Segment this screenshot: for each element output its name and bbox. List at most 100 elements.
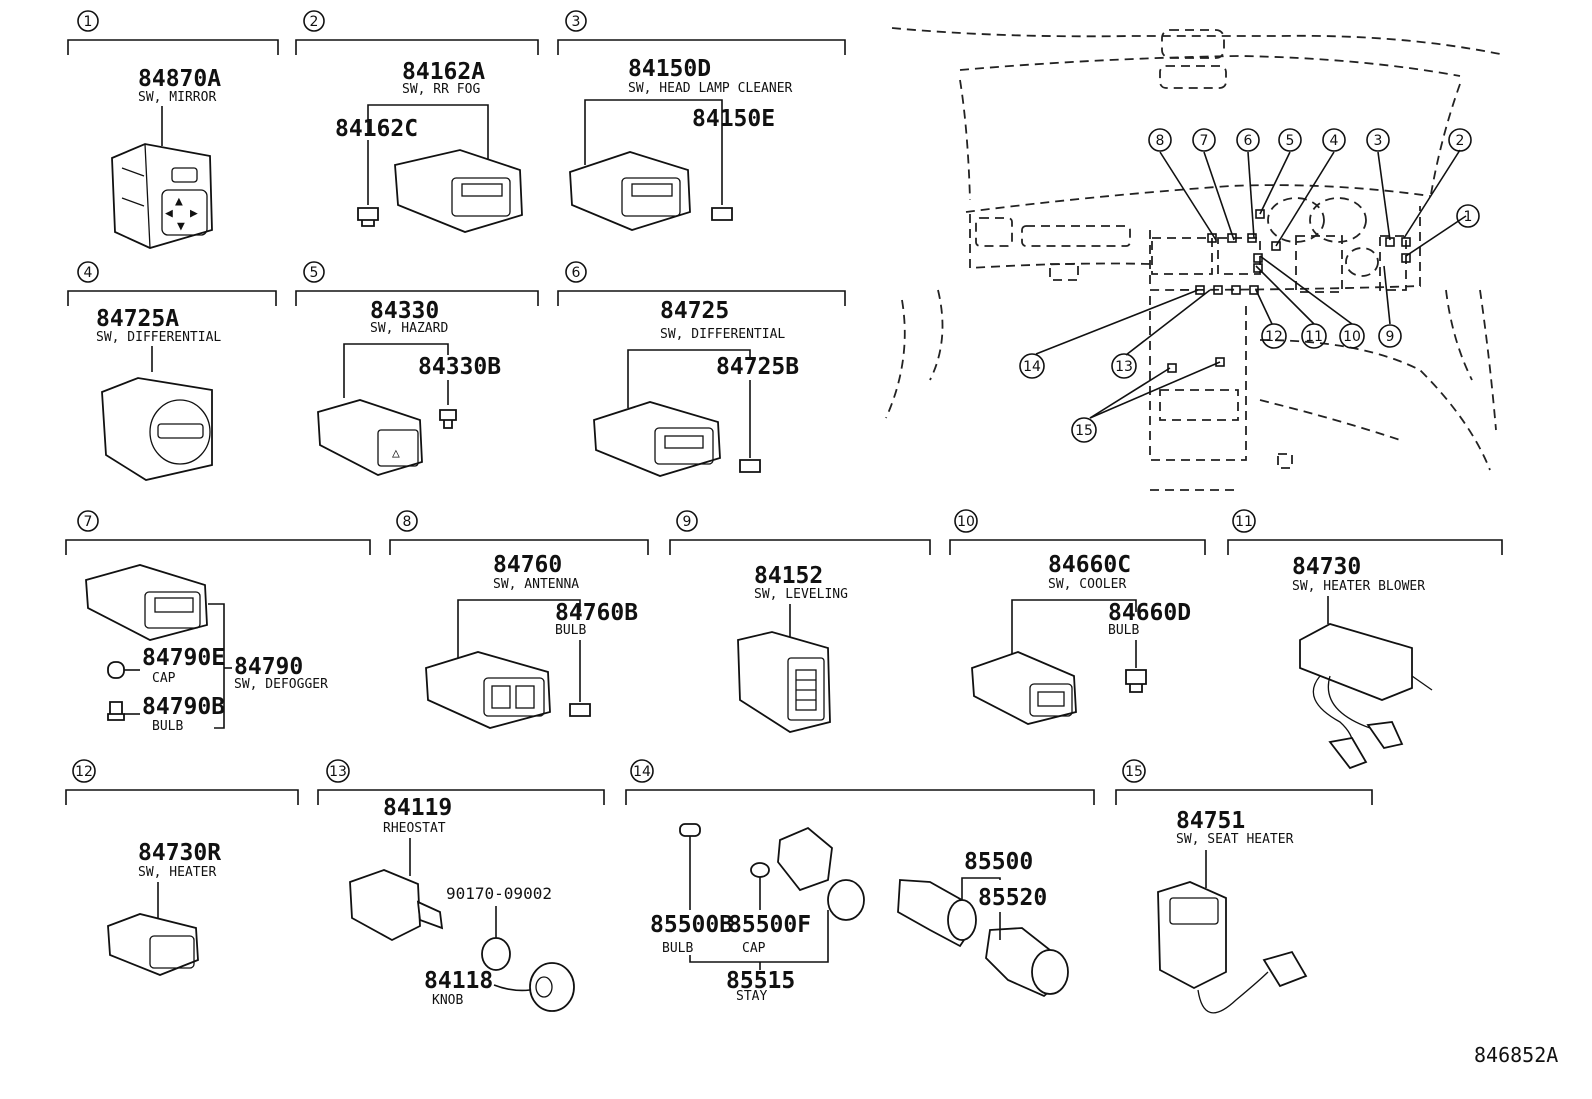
heater-switch-drawing: [107, 913, 199, 976]
callout-circles: 8 7 6 5 4 3 2 1 9 10 11 12 13 14 15: [1019, 128, 1480, 443]
section-9: 9 84152 SW, LEVELING: [669, 510, 931, 733]
mirror-switch-drawing: ▲◀ ▶ ▼: [111, 143, 213, 249]
callout-lines: [1035, 149, 1467, 419]
section-12-number: 12: [75, 764, 93, 780]
section-5-number: 5: [310, 265, 319, 281]
cigarette-lighter-drawing: [679, 823, 1069, 998]
part-number-84660D: 84660D: [1108, 600, 1191, 626]
callout-14: 14: [1023, 359, 1041, 375]
part-number-84330: 84330: [370, 298, 439, 324]
svg-text:▼: ▼: [177, 219, 185, 234]
dashboard-outline: [885, 27, 1501, 491]
differential-switch-a-drawing: [101, 377, 213, 481]
part-number-84118: 84118: [424, 968, 493, 994]
section-13-number: 13: [329, 764, 347, 780]
head-lamp-cleaner-switch-drawing: [569, 151, 733, 231]
section-7: 7 84790E CAP 84790 SW, DEFOGGER 84790B B…: [65, 510, 371, 734]
part-number-84730: 84730: [1292, 554, 1361, 580]
part-desc-cap-14: CAP: [742, 941, 766, 956]
part-desc-sw-mirror: SW, MIRROR: [138, 90, 216, 105]
nut-icon: [481, 937, 511, 971]
part-number-84660C: 84660C: [1048, 552, 1131, 578]
section-4: 4 84725A SW, DIFFERENTIAL: [67, 261, 277, 481]
part-number-84725: 84725: [660, 298, 729, 324]
part-desc-sw-seat-heater: SW, SEAT HEATER: [1176, 832, 1294, 847]
part-number-84162A: 84162A: [402, 59, 485, 85]
part-number-84162C: 84162C: [335, 116, 418, 142]
diagram-reference-code: 846852A: [1474, 1043, 1558, 1067]
part-number-84330B: 84330B: [418, 354, 501, 380]
heater-blower-switch-drawing: [1299, 623, 1433, 770]
bulb-icon: [679, 823, 701, 837]
defogger-switch-drawing: [85, 564, 208, 641]
part-number-84760: 84760: [493, 552, 562, 578]
callout-11: 11: [1305, 329, 1323, 345]
callout-5: 5: [1286, 133, 1295, 149]
part-number-84150E: 84150E: [692, 106, 775, 132]
callout-9: 9: [1386, 329, 1395, 345]
callout-3: 3: [1374, 133, 1383, 149]
part-number-84751: 84751: [1176, 808, 1245, 834]
callout-12: 12: [1265, 329, 1283, 345]
callout-6: 6: [1244, 133, 1253, 149]
part-number-90170-09002: 90170-09002: [446, 884, 552, 903]
section-8-number: 8: [403, 514, 412, 530]
part-number-84730R: 84730R: [138, 840, 221, 866]
callout-13: 13: [1115, 359, 1133, 375]
section-14: 14 85500B BULB 85500F CAP 85515 STAY 855…: [625, 759, 1095, 1004]
section-11-number: 11: [1235, 514, 1253, 530]
part-number-84119: 84119: [383, 795, 452, 821]
hazard-switch-drawing: △: [317, 399, 457, 476]
part-number-85500B: 85500B: [650, 912, 733, 938]
svg-text:◀: ◀: [165, 206, 173, 221]
section-4-number: 4: [84, 265, 93, 281]
section-9-number: 9: [683, 514, 692, 530]
rheostat-drawing: [349, 869, 575, 1012]
part-number-84790E: 84790E: [142, 645, 225, 671]
part-number-84790: 84790: [234, 654, 303, 680]
part-desc-knob: KNOB: [432, 993, 463, 1008]
section-10: 10 84660C SW, COOLER 84660D BULB: [949, 509, 1206, 725]
cap-icon: [107, 661, 125, 679]
callout-markers: [1167, 209, 1411, 373]
section-10-number: 10: [957, 514, 975, 530]
section-6-number: 6: [572, 265, 581, 281]
callout-2: 2: [1456, 133, 1465, 149]
part-desc-stay: STAY: [736, 989, 767, 1004]
callout-15: 15: [1075, 423, 1093, 439]
part-number-85520: 85520: [978, 885, 1047, 911]
part-number-85515: 85515: [726, 968, 795, 994]
part-number-84760B: 84760B: [555, 600, 638, 626]
rr-fog-switch-drawing: [357, 149, 523, 233]
part-desc-sw-leveling: SW, LEVELING: [754, 587, 848, 602]
part-desc-bulb-8: BULB: [555, 623, 586, 638]
part-desc-sw-heater: SW, HEATER: [138, 865, 216, 880]
antenna-switch-drawing: [425, 651, 591, 729]
section-12: 12 84730R SW, HEATER: [65, 759, 299, 976]
section-13: 13 84119 RHEOSTAT 90170-09002 84118 KNOB: [317, 759, 605, 1012]
bulb-icon: [107, 701, 125, 721]
section-2-number: 2: [310, 14, 319, 30]
seat-heater-switch-drawing: [1157, 881, 1308, 1014]
part-desc-sw-hazard: SW, HAZARD: [370, 321, 448, 336]
part-desc-bulb-14: BULB: [662, 941, 693, 956]
section-3-number: 3: [572, 14, 581, 30]
svg-text:△: △: [392, 446, 400, 461]
section-1: 1 84870A SW, MIRROR ▲◀▶▼: [67, 10, 279, 249]
callout-4: 4: [1330, 133, 1339, 149]
section-15: 15 84751 SW, SEAT HEATER: [1115, 759, 1373, 1014]
part-desc-cap-7: CAP: [152, 671, 176, 686]
svg-text:▶: ▶: [190, 206, 198, 221]
cap-icon: [750, 862, 770, 878]
leveling-switch-drawing: [737, 631, 831, 733]
callout-7: 7: [1200, 133, 1209, 149]
part-number-85500F: 85500F: [728, 912, 811, 938]
section-14-number: 14: [633, 764, 651, 780]
svg-text:▲: ▲: [175, 194, 183, 209]
part-desc-sw-antenna: SW, ANTENNA: [493, 577, 579, 592]
section-11: 11 84730 SW, HEATER BLOWER: [1227, 509, 1503, 770]
part-number-84152: 84152: [754, 563, 823, 589]
section-2: 2 84162A SW, RR FOG 84162C: [295, 10, 539, 233]
callout-10: 10: [1343, 329, 1361, 345]
